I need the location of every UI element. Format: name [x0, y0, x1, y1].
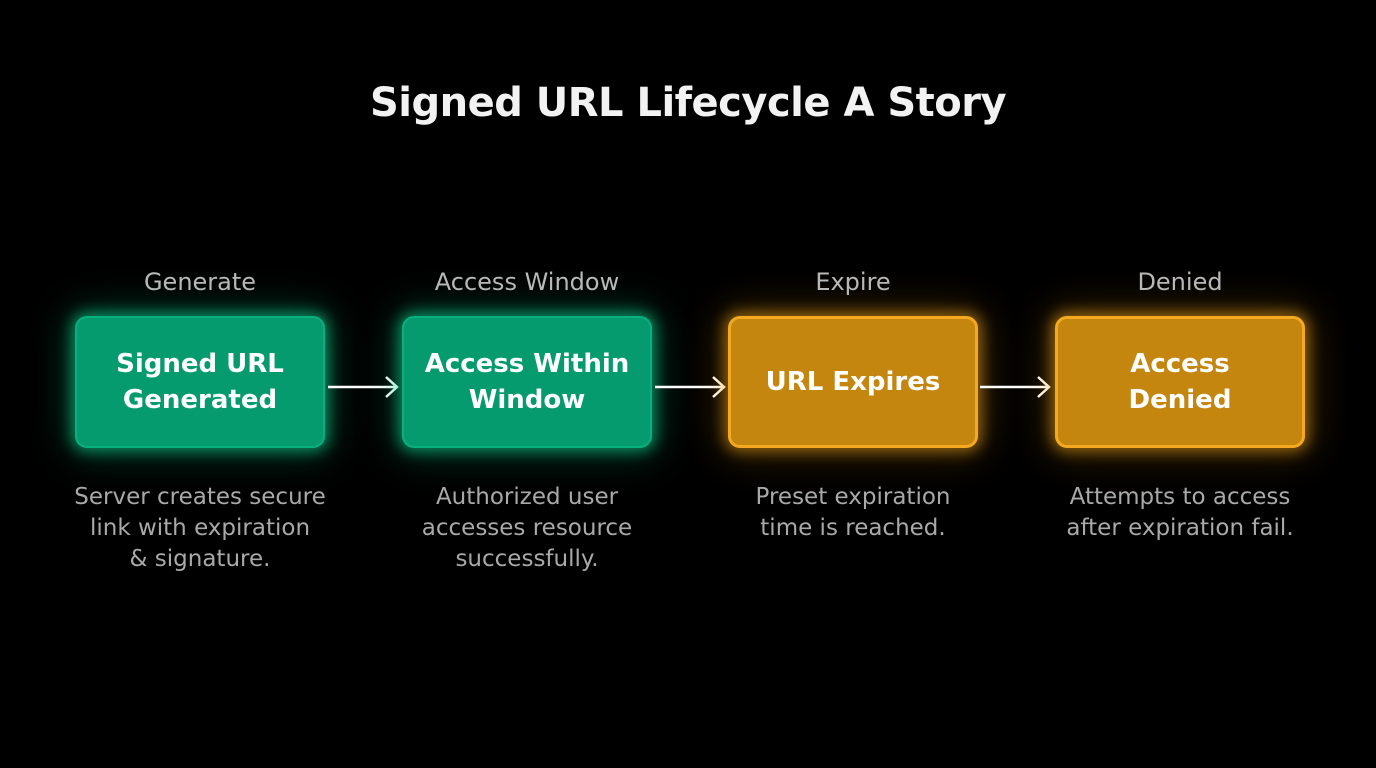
stage-description: Preset expiration time is reached. [755, 484, 951, 541]
stage-box: Signed URL Generated [75, 316, 325, 448]
stage-expire: Expire URL Expires Preset expiration tim… [723, 262, 983, 544]
diagram-title: Signed URL Lifecycle A Story [369, 80, 1007, 126]
stage-box: Access Denied [1055, 316, 1305, 448]
stage-label: Expire [815, 268, 891, 296]
arrow-right-icon [655, 376, 726, 398]
arrow-right-icon [328, 376, 399, 398]
stage-label: Generate [143, 268, 257, 296]
stage-label: Access Window [434, 268, 620, 296]
stage-denied: Denied Access Denied Attempts to access … [1050, 262, 1310, 544]
stage-description: Authorized user accesses resource succes… [421, 484, 633, 572]
stage-description: Attempts to access after expiration fail… [1066, 484, 1294, 541]
arrow-right-icon [980, 376, 1051, 398]
stage-access-window: Access Window Access Within Window Autho… [397, 262, 657, 575]
stage-box: URL Expires [728, 316, 978, 448]
stage-generate: Generate Signed URL Generated Server cre… [70, 262, 330, 575]
stage-label: Denied [1137, 268, 1223, 296]
stage-description: Server creates secure link with expirati… [74, 484, 326, 572]
stage-box: Access Within Window [402, 316, 652, 448]
